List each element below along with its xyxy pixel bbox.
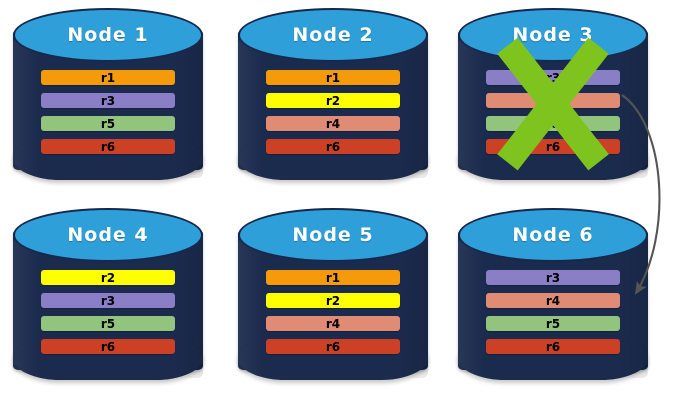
replica-bar[interactable]: r5: [486, 316, 620, 331]
node-1-replica-list: r1 r3 r5 r6: [41, 70, 175, 154]
replica-bar[interactable]: r2: [41, 270, 175, 285]
node-1[interactable]: Node 1 r1 r3 r5 r6: [13, 8, 203, 188]
node-4-title: Node 4: [67, 224, 149, 246]
node-2[interactable]: Node 2 r1 r2 r4 r6: [238, 8, 428, 188]
replica-bar[interactable]: r3: [486, 270, 620, 285]
node-6[interactable]: Node 6 r3 r4 r5 r6: [458, 208, 648, 388]
node-5[interactable]: Node 5 r1 r2 r4 r6: [238, 208, 428, 388]
replica-bar[interactable]: r1: [266, 270, 400, 285]
node-4-replica-list: r2 r3 r5 r6: [41, 270, 175, 354]
node-3[interactable]: Node 3 r3 r4 r5 r6: [458, 8, 648, 188]
node-3-title: Node 3: [512, 24, 594, 46]
replica-bar[interactable]: r1: [266, 70, 400, 85]
replica-bar[interactable]: r6: [486, 339, 620, 354]
replica-bar[interactable]: r3: [41, 293, 175, 308]
node-6-title: Node 6: [512, 224, 594, 246]
replica-bar[interactable]: r2: [266, 293, 400, 308]
node-2-replica-list: r1 r2 r4 r6: [266, 70, 400, 154]
replica-bar[interactable]: r4: [266, 316, 400, 331]
replica-bar[interactable]: r5: [41, 316, 175, 331]
replica-bar[interactable]: r6: [41, 339, 175, 354]
replica-bar[interactable]: r6: [41, 139, 175, 154]
node-2-title: Node 2: [292, 24, 374, 46]
node-1-title: Node 1: [67, 24, 149, 46]
replica-bar[interactable]: r5: [486, 116, 620, 131]
node-6-replica-list: r3 r4 r5 r6: [486, 270, 620, 354]
replica-bar[interactable]: r4: [486, 293, 620, 308]
replica-bar[interactable]: r6: [486, 139, 620, 154]
replica-bar[interactable]: r6: [266, 139, 400, 154]
node-3-replica-list: r3 r4 r5 r6: [486, 70, 620, 154]
node-5-title: Node 5: [292, 224, 374, 246]
node-2-top: [238, 8, 428, 62]
node-5-replica-list: r1 r2 r4 r6: [266, 270, 400, 354]
replica-bar[interactable]: r3: [486, 70, 620, 85]
node-4-top: [13, 208, 203, 262]
replica-bar[interactable]: r3: [41, 93, 175, 108]
replica-bar[interactable]: r4: [486, 93, 620, 108]
replica-bar[interactable]: r6: [266, 339, 400, 354]
node-5-top: [238, 208, 428, 262]
node-4[interactable]: Node 4 r2 r3 r5 r6: [13, 208, 203, 388]
replica-bar[interactable]: r5: [41, 116, 175, 131]
node-1-top: [13, 8, 203, 62]
replica-bar[interactable]: r4: [266, 116, 400, 131]
replica-bar[interactable]: r2: [266, 93, 400, 108]
node-6-top: [458, 208, 648, 262]
replica-bar[interactable]: r1: [41, 70, 175, 85]
